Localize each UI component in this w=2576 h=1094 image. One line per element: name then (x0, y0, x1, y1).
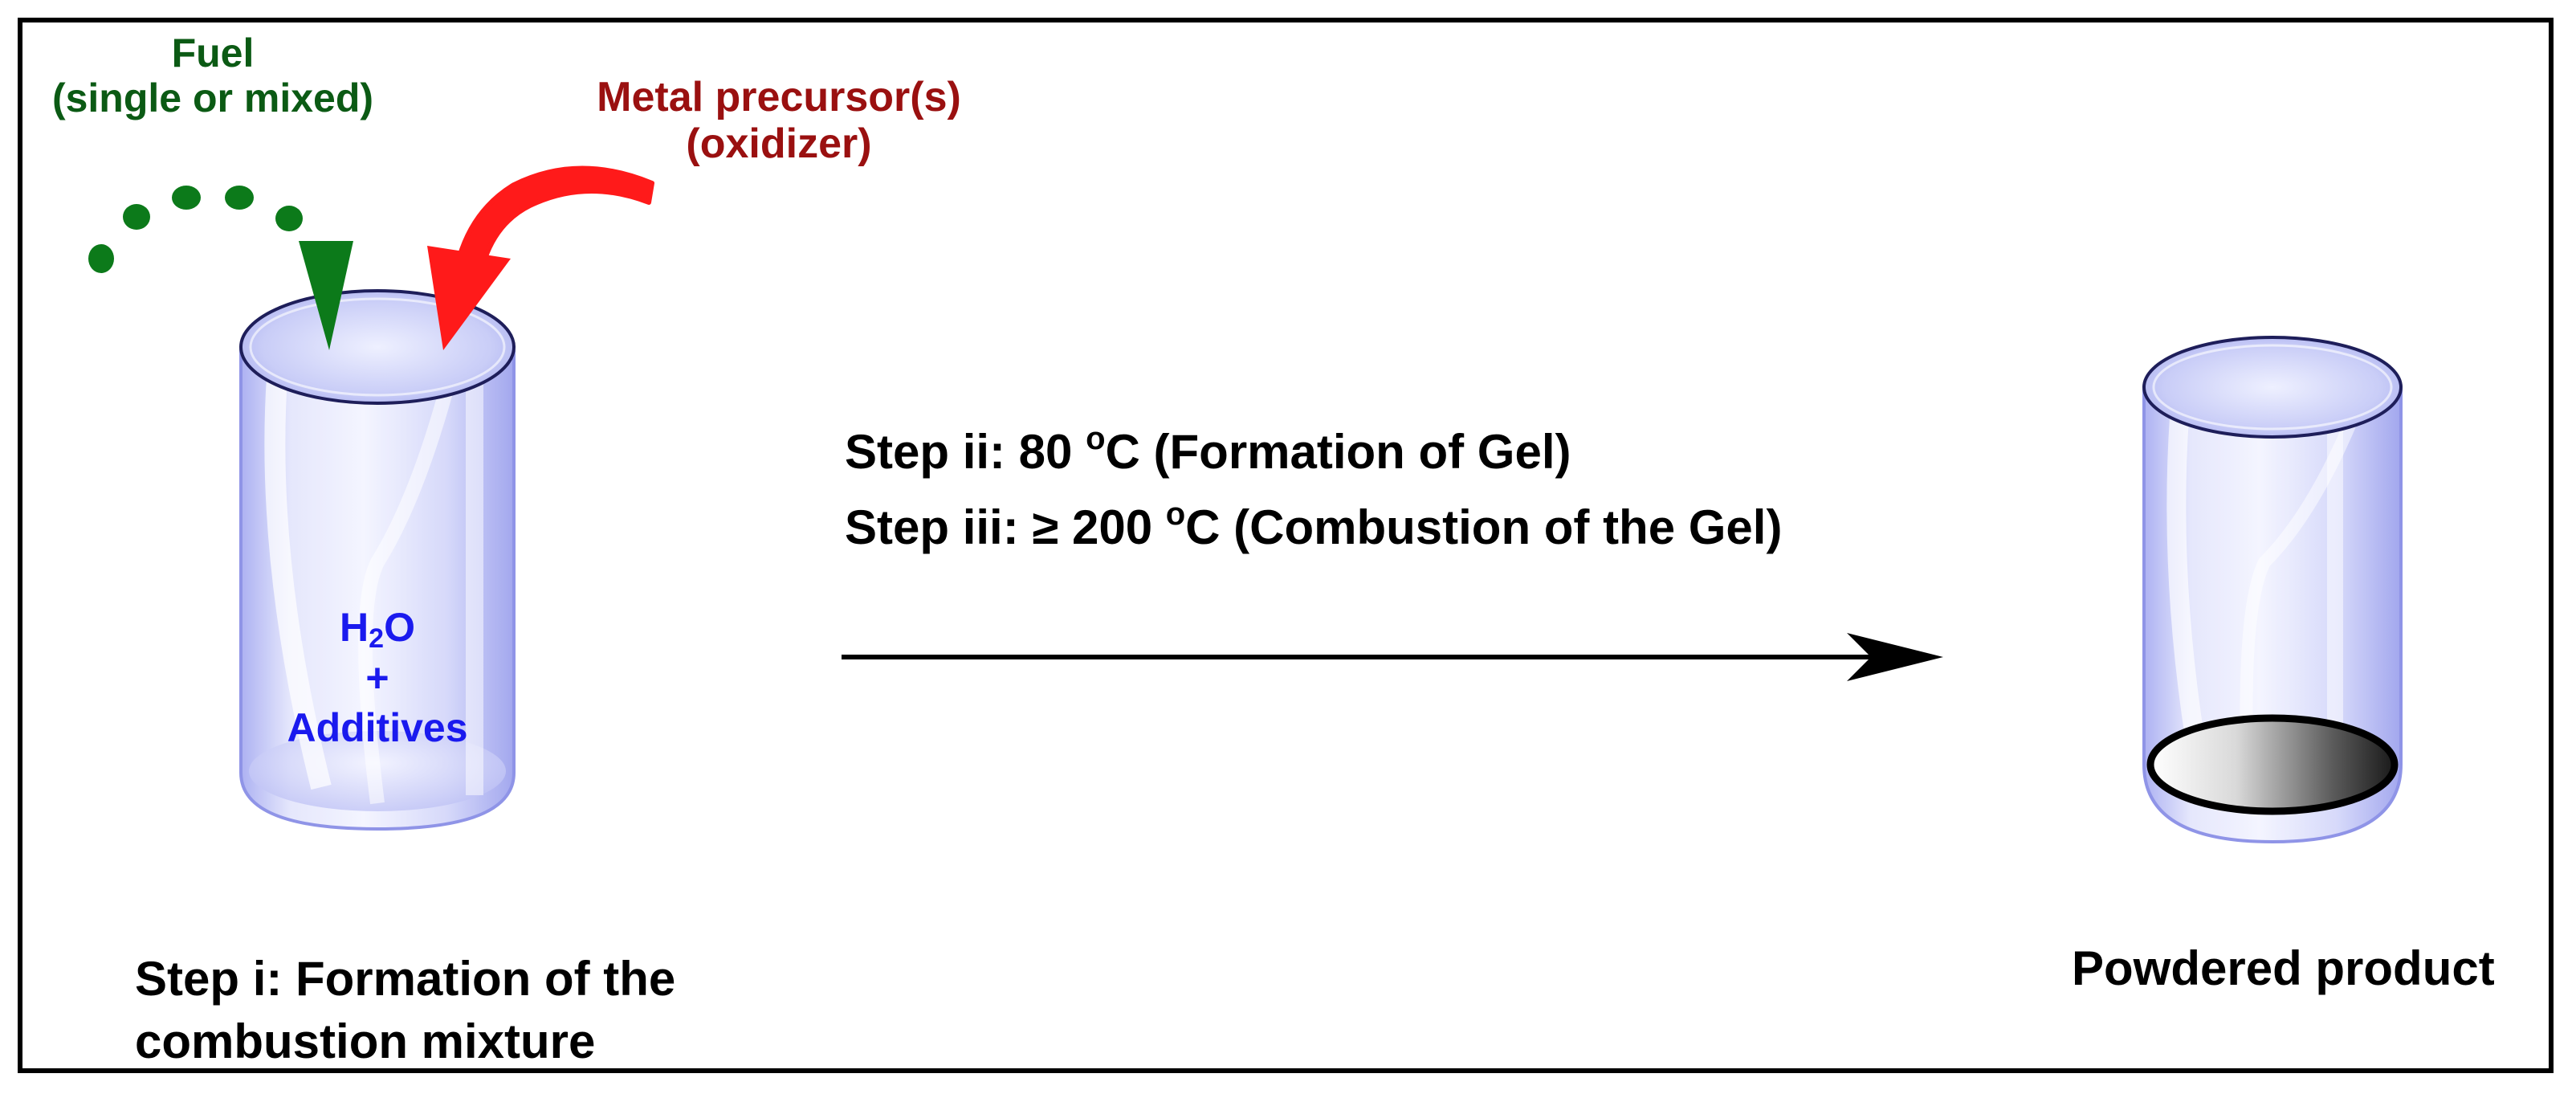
solution-label: H2O + Additives (265, 602, 490, 753)
right-beaker-icon (2142, 336, 2403, 844)
diagram-frame (18, 18, 2554, 1073)
additives-label: Additives (287, 705, 468, 750)
water-h: H (340, 605, 369, 650)
process-steps: Step ii: 80 oC (Formation of Gel) Step i… (845, 414, 1782, 565)
precursor-label-line2: (oxidizer) (686, 120, 872, 168)
powder-icon (2146, 714, 2399, 815)
step-iii-suffix: C (Combustion of the Gel) (1185, 500, 1783, 554)
step-iii-label: Step iii: ≥ 200 oC (Combustion of the Ge… (845, 490, 1782, 565)
precursor-label-line1: Metal precursor(s) (597, 74, 961, 120)
water-subscript: 2 (369, 623, 385, 654)
water-o: O (384, 605, 415, 650)
fuel-label-line1: Fuel (171, 31, 255, 76)
step-ii-prefix: Step ii: 80 (845, 425, 1086, 479)
fuel-label: Fuel (single or mixed) (0, 31, 426, 120)
step-ii-degree: o (1086, 421, 1106, 456)
fuel-arrow-icon (88, 186, 353, 350)
step-i-line1: Step i: Formation of the (135, 952, 676, 1006)
precursor-arrow-icon (427, 165, 654, 350)
precursor-label: Metal precursor(s) (oxidizer) (538, 74, 1020, 167)
step-i-line2: combustion mixture (135, 1014, 596, 1068)
water-formula: H2O (265, 602, 490, 653)
step-iii-degree: o (1165, 496, 1186, 532)
step-ii-suffix: C (Formation of Gel) (1105, 425, 1571, 479)
step-iii-prefix: Step iii: ≥ 200 (845, 500, 1166, 554)
product-label: Powdered product (2072, 941, 2495, 995)
plus-sign: + (365, 655, 389, 700)
step-i-label: Step i: Formation of the combustion mixt… (135, 948, 675, 1073)
step-ii-label: Step ii: 80 oC (Formation of Gel) (845, 414, 1782, 490)
fuel-label-line2: (single or mixed) (51, 76, 374, 120)
process-arrow-icon (842, 633, 1943, 681)
